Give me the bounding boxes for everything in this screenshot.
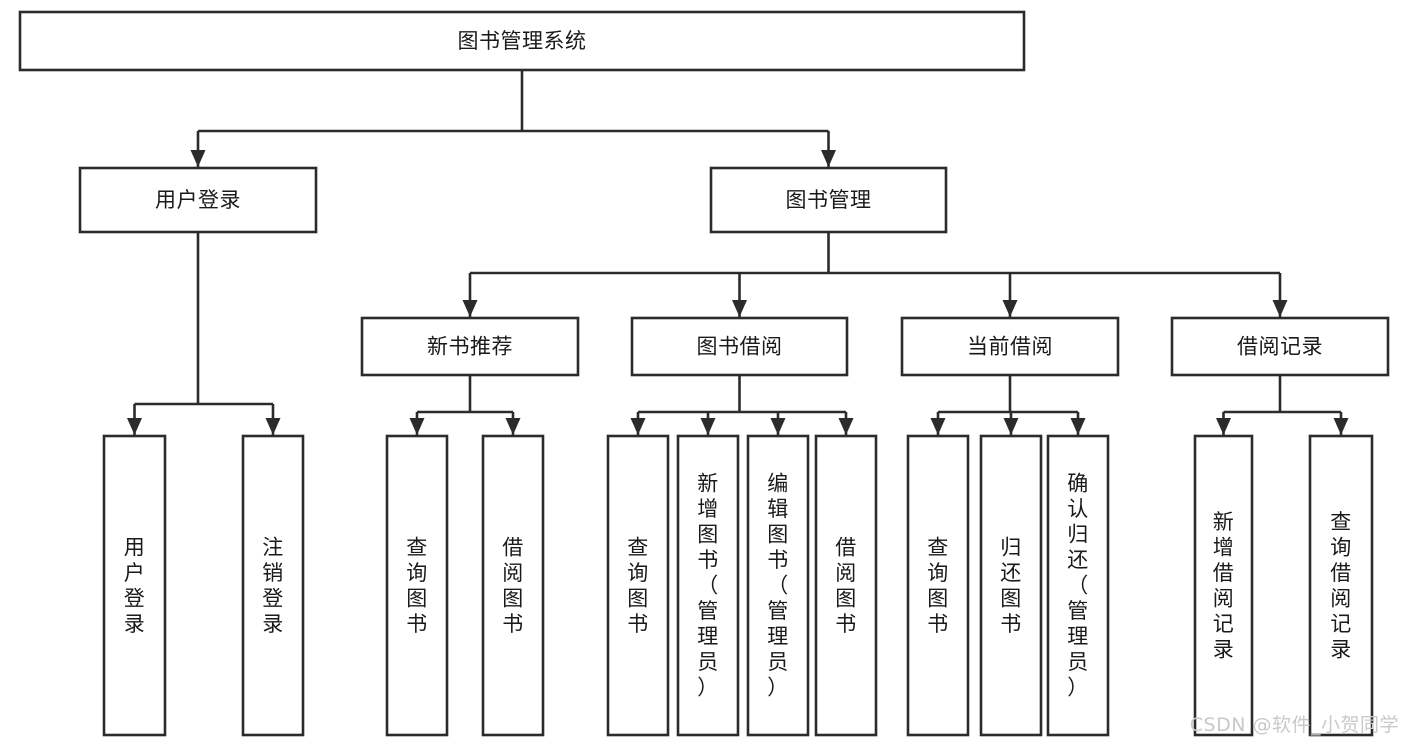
node-current-borrow[interactable]: 当前借阅	[900, 316, 1120, 377]
arrow-head-icon	[930, 418, 946, 435]
node-book-manage[interactable]: 图书管理	[709, 166, 948, 234]
node-box-root	[18, 10, 1026, 72]
node-leaf-edit-book[interactable]: 编辑图书（管理员）	[746, 434, 810, 737]
arrow-head-icon	[838, 418, 854, 435]
arrow-head-icon	[821, 150, 836, 167]
arrow-head-icon	[1216, 418, 1231, 435]
node-box-leaf-edit-book	[746, 434, 810, 737]
node-box-book-borrow	[630, 316, 849, 377]
node-label: 归还图书	[1000, 535, 1022, 636]
node-label: 查询图书	[406, 535, 428, 636]
node-box-current-borrow	[900, 316, 1120, 377]
node-leaf-confirm-return[interactable]: 确认归还（管理员）	[1046, 434, 1110, 737]
arrow-head-icon	[127, 418, 142, 435]
node-label: 借阅记录	[1237, 335, 1323, 359]
node-user-login[interactable]: 用户登录	[78, 166, 318, 234]
node-label: 当前借阅	[967, 335, 1053, 359]
node-box-user-login	[78, 166, 318, 234]
node-new-book-rec[interactable]: 新书推荐	[360, 316, 580, 377]
node-label: 编辑图书（管理员）	[767, 472, 789, 700]
nodes-layer: 图书管理系统用户登录图书管理新书推荐图书借阅当前借阅借阅记录用户登录注销登录查询…	[18, 10, 1390, 737]
arrow-head-icon	[1333, 418, 1349, 435]
node-leaf-add-book[interactable]: 新增图书（管理员）	[676, 434, 740, 737]
connectors-layer	[127, 70, 1349, 435]
arrow-head-icon	[700, 418, 716, 435]
node-box-leaf-return-book	[979, 434, 1043, 737]
node-label: 新增借阅记录	[1213, 510, 1235, 662]
watermark-text: CSDN @软件_小贺同学	[1189, 714, 1399, 736]
node-label: 图书借阅	[697, 335, 783, 359]
node-box-leaf-logout-login	[241, 434, 305, 737]
node-box-book-manage	[709, 166, 948, 234]
node-leaf-query-book-cur[interactable]: 查询图书	[906, 434, 970, 737]
arrow-head-icon	[630, 418, 646, 435]
node-box-leaf-user-login	[102, 434, 167, 737]
node-box-leaf-add-book	[676, 434, 740, 737]
node-leaf-logout-login[interactable]: 注销登录	[241, 434, 305, 737]
node-leaf-borrow-book-rec[interactable]: 借阅图书	[481, 434, 545, 737]
node-label: 确认归还（管理员）	[1067, 472, 1089, 700]
arrow-head-icon	[1070, 418, 1086, 435]
node-label: 图书管理	[786, 188, 872, 212]
node-label: 用户登录	[124, 535, 146, 636]
node-label: 新书推荐	[427, 335, 513, 359]
node-box-leaf-query-book-brw	[606, 434, 670, 737]
node-label: 查询借阅记录	[1330, 510, 1352, 662]
node-box-new-book-rec	[360, 316, 580, 377]
node-label: 新增图书（管理员）	[697, 472, 719, 700]
arrow-head-icon	[732, 300, 747, 317]
node-leaf-borrow-book-brw[interactable]: 借阅图书	[814, 434, 878, 737]
arrow-head-icon	[1002, 300, 1018, 317]
node-leaf-query-book-rec[interactable]: 查询图书	[385, 434, 449, 737]
arrow-head-icon	[190, 150, 206, 167]
node-box-leaf-borrow-book-brw	[814, 434, 878, 737]
node-label: 图书管理系统	[458, 29, 587, 53]
node-leaf-return-book[interactable]: 归还图书	[979, 434, 1043, 737]
node-label: 查询图书	[627, 535, 649, 636]
node-label: 用户登录	[155, 188, 241, 212]
arrow-head-icon	[265, 418, 281, 435]
node-box-leaf-borrow-book-rec	[481, 434, 545, 737]
arrow-head-icon	[770, 418, 786, 435]
node-label: 注销登录	[262, 535, 284, 636]
arrow-head-icon	[1003, 418, 1019, 435]
node-label: 借阅图书	[502, 535, 524, 636]
arrow-head-icon	[505, 418, 521, 435]
node-label: 借阅图书	[835, 535, 857, 636]
node-book-borrow[interactable]: 图书借阅	[630, 316, 849, 377]
node-borrow-record[interactable]: 借阅记录	[1170, 316, 1390, 377]
node-root[interactable]: 图书管理系统	[18, 10, 1026, 72]
arrow-head-icon	[409, 418, 425, 435]
node-box-borrow-record	[1170, 316, 1390, 377]
node-box-leaf-query-book-rec	[385, 434, 449, 737]
node-leaf-query-book-brw[interactable]: 查询图书	[606, 434, 670, 737]
node-leaf-add-record[interactable]: 新增借阅记录	[1193, 434, 1254, 737]
node-label: 查询图书	[927, 535, 949, 636]
arrow-head-icon	[1272, 300, 1288, 317]
node-box-leaf-query-book-cur	[906, 434, 970, 737]
node-leaf-user-login[interactable]: 用户登录	[102, 434, 167, 737]
node-box-leaf-query-record	[1308, 434, 1374, 737]
node-box-leaf-add-record	[1193, 434, 1254, 737]
node-box-leaf-confirm-return	[1046, 434, 1110, 737]
arrow-head-icon	[462, 300, 478, 317]
node-leaf-query-record[interactable]: 查询借阅记录	[1308, 434, 1374, 737]
